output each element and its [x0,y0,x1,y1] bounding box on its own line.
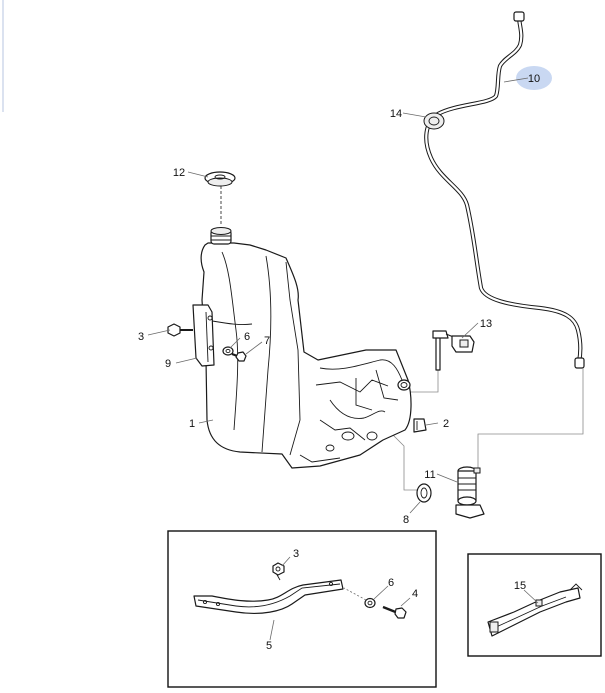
leader-3 [147,329,171,336]
leader-7 [245,341,263,355]
inset-nut-3[interactable] [272,562,285,576]
inset-assembly-line [343,587,367,601]
inset-box-bracket [167,530,437,688]
inset-callout-5[interactable]: 5 [266,640,272,652]
callout-7[interactable]: 7 [264,335,270,347]
leader-12 [187,171,209,178]
callout-9[interactable]: 9 [165,358,171,370]
washer-hose[interactable] [424,11,585,369]
tank-mounting-bracket[interactable] [192,304,215,367]
leader-14 [402,112,427,118]
washer-fluid-reservoir[interactable] [200,227,412,469]
washer-6[interactable] [222,346,234,356]
hose-end-fitting-bottom [574,357,585,369]
level-sensor[interactable] [432,330,475,371]
bolt-7[interactable] [231,351,247,362]
callout-11[interactable]: 11 [424,469,435,481]
leader-8 [409,501,421,514]
callout-8[interactable]: 8 [403,514,409,526]
callout-2[interactable]: 2 [443,418,449,430]
hose-connector[interactable] [423,112,445,130]
callout-14[interactable]: 14 [390,108,402,120]
leader-inset-3 [281,556,291,567]
hose-end-fitting-top [513,11,525,22]
inset-washer-6[interactable] [364,597,376,609]
callout-1[interactable]: 1 [189,418,195,430]
wire-routes [391,368,584,491]
callout-12[interactable]: 12 [173,167,185,179]
leader-10 [503,77,529,83]
leader-15 [523,589,539,604]
washer-pump[interactable] [455,466,485,519]
filler-cap[interactable] [204,171,236,226]
leader-2 [425,422,439,426]
grommet-2[interactable] [413,418,427,433]
inset-box-bracket-15 [467,553,602,657]
inset-bracket-15[interactable] [487,583,583,637]
leader-6 [229,337,241,349]
leader-inset-4 [400,597,411,607]
inset-callout-6[interactable]: 6 [388,577,394,589]
callout-10[interactable]: 10 [528,73,540,85]
bolt-3[interactable] [167,323,193,337]
callout-6[interactable]: 6 [244,331,250,343]
pump-grommet-8[interactable] [416,483,432,503]
callout-13[interactable]: 13 [480,318,492,330]
inset-bracket-5[interactable] [193,572,344,615]
leader-13 [461,322,479,339]
inset-bolt-4[interactable] [382,605,407,619]
inset-callout-3[interactable]: 3 [293,548,299,560]
leader-11 [436,473,458,483]
leader-9 [175,357,198,364]
leader-inset-6 [373,585,389,600]
callout-10-highlight [516,66,552,90]
callout-15[interactable]: 15 [514,580,526,592]
inset-callout-4[interactable]: 4 [412,588,418,600]
leader-1 [198,419,214,424]
leader-inset-5 [269,619,275,641]
callout-3[interactable]: 3 [138,331,144,343]
